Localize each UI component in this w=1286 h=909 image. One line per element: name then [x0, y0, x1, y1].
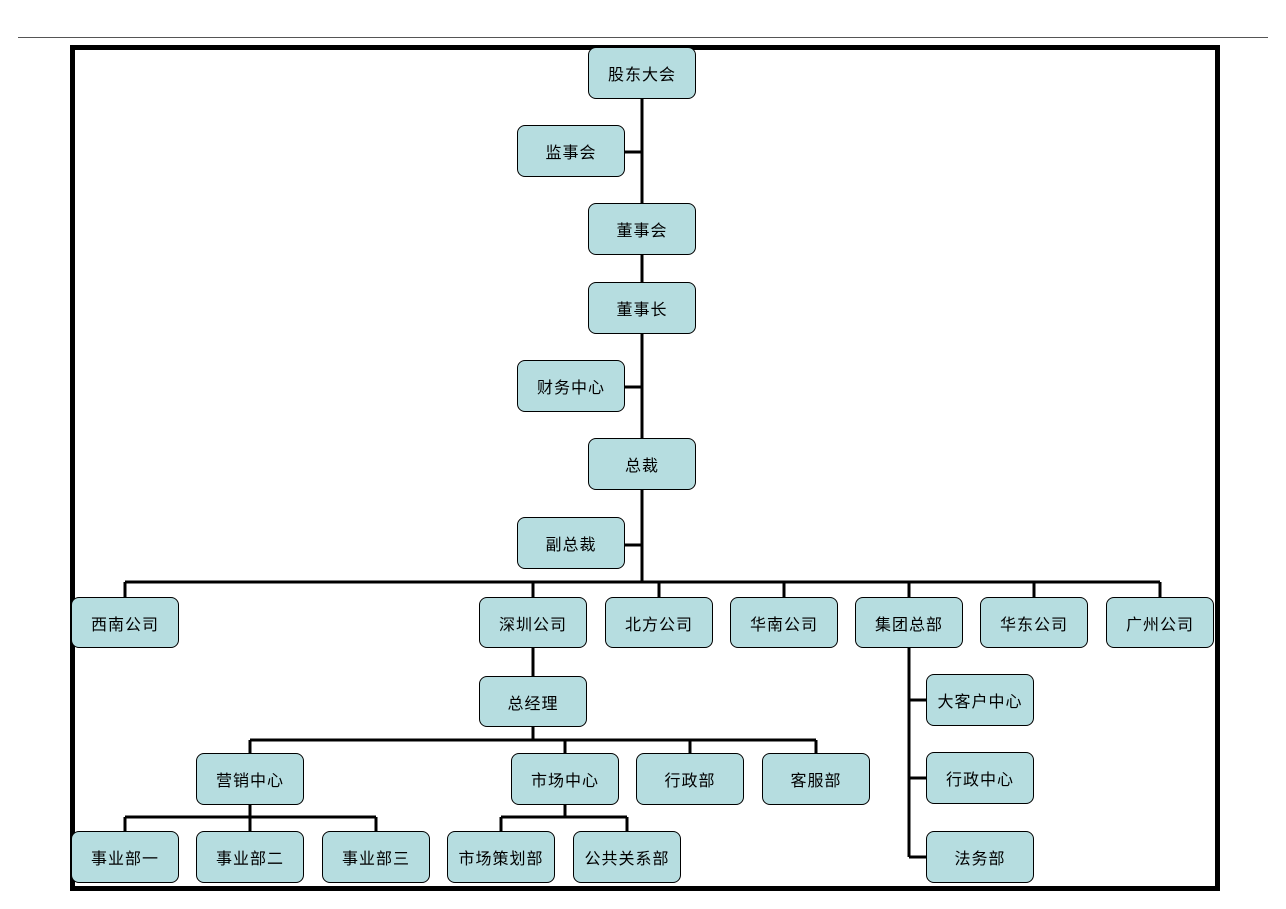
node-legal-dept: 法务部: [926, 831, 1034, 883]
node-guangzhou-company: 广州公司: [1106, 597, 1214, 648]
node-east-china-company: 华东公司: [980, 597, 1088, 648]
node-marketing-center: 营销中心: [196, 753, 304, 805]
node-finance-center: 财务中心: [517, 360, 625, 412]
node-southwest-company: 西南公司: [71, 597, 179, 648]
node-board: 董事会: [588, 203, 696, 255]
node-group-hq: 集团总部: [855, 597, 963, 648]
node-admin-center: 行政中心: [926, 752, 1034, 804]
node-admin-dept: 行政部: [636, 753, 744, 805]
node-public-relations: 公共关系部: [573, 831, 681, 883]
node-general-manager: 总经理: [479, 676, 587, 727]
node-supervisory-board: 监事会: [517, 125, 625, 177]
node-vice-president: 副总裁: [517, 517, 625, 569]
top-rule: [18, 37, 1268, 38]
node-market-center: 市场中心: [511, 753, 619, 805]
node-president: 总裁: [588, 438, 696, 490]
node-division-1: 事业部一: [71, 831, 179, 883]
node-key-accounts: 大客户中心: [926, 674, 1034, 726]
node-south-china-company: 华南公司: [730, 597, 838, 648]
node-shenzhen-company: 深圳公司: [479, 597, 587, 648]
node-division-2: 事业部二: [196, 831, 304, 883]
node-customer-service: 客服部: [762, 753, 870, 805]
node-north-company: 北方公司: [605, 597, 713, 648]
node-shareholders: 股东大会: [588, 47, 696, 99]
node-division-3: 事业部三: [322, 831, 430, 883]
node-chairman: 董事长: [588, 282, 696, 334]
node-market-planning: 市场策划部: [447, 831, 555, 883]
